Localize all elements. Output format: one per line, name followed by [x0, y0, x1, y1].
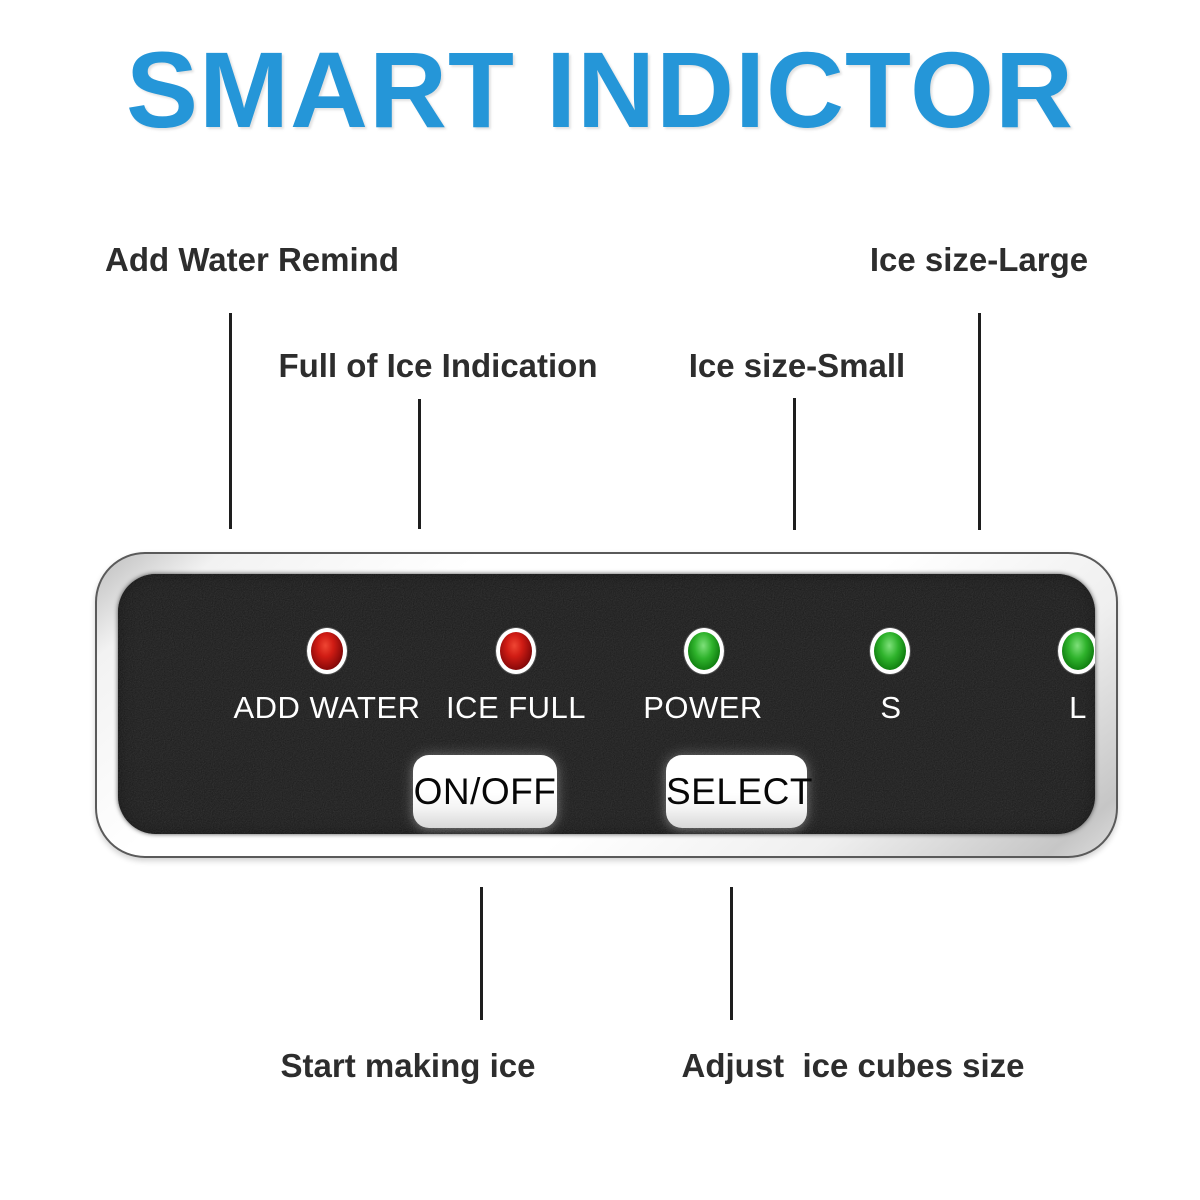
leader-line-start-making-ice [480, 887, 483, 1020]
select-button[interactable]: SELECT [666, 755, 812, 828]
leader-line-adjust-ice-size [730, 887, 733, 1020]
callout-ice-size-small-label: Ice size-Small [688, 347, 906, 384]
leader-line-add-water [229, 313, 232, 529]
led-ice-full-label: ICE FULL [445, 690, 587, 725]
leader-line-ice-full [418, 399, 421, 529]
callout-ice-full-label: Full of Ice Indication [278, 347, 598, 384]
control-panel-face: ADD WATER ICE FULL POWER S L ON/OFF SELE… [118, 574, 1095, 834]
on-off-button[interactable]: ON/OFF [413, 755, 557, 828]
led-add-water-label: ADD WATER [233, 690, 421, 725]
callout-add-water-label: Add Water Remind [105, 241, 399, 278]
leader-line-ice-size-small [793, 398, 796, 530]
led-add-water-indicator [307, 628, 347, 674]
led-power-indicator [684, 628, 724, 674]
led-size-small-label: S [880, 690, 902, 725]
led-power-label: POWER [643, 690, 763, 725]
leader-line-ice-size-large [978, 313, 981, 530]
callout-ice-size-large-label: Ice size-Large [869, 241, 1089, 278]
page-title: SMART INDICTOR [126, 29, 1074, 150]
callout-adjust-ice-size-label: Adjust ice cubes size [681, 1047, 1025, 1084]
led-size-large-indicator [1058, 628, 1095, 674]
callout-start-making-ice-label: Start making ice [280, 1047, 536, 1084]
led-ice-full-indicator [496, 628, 536, 674]
led-size-large-label: L [1069, 690, 1087, 725]
control-panel-bezel: ADD WATER ICE FULL POWER S L ON/OFF SELE… [95, 552, 1118, 858]
led-size-small-indicator [870, 628, 910, 674]
